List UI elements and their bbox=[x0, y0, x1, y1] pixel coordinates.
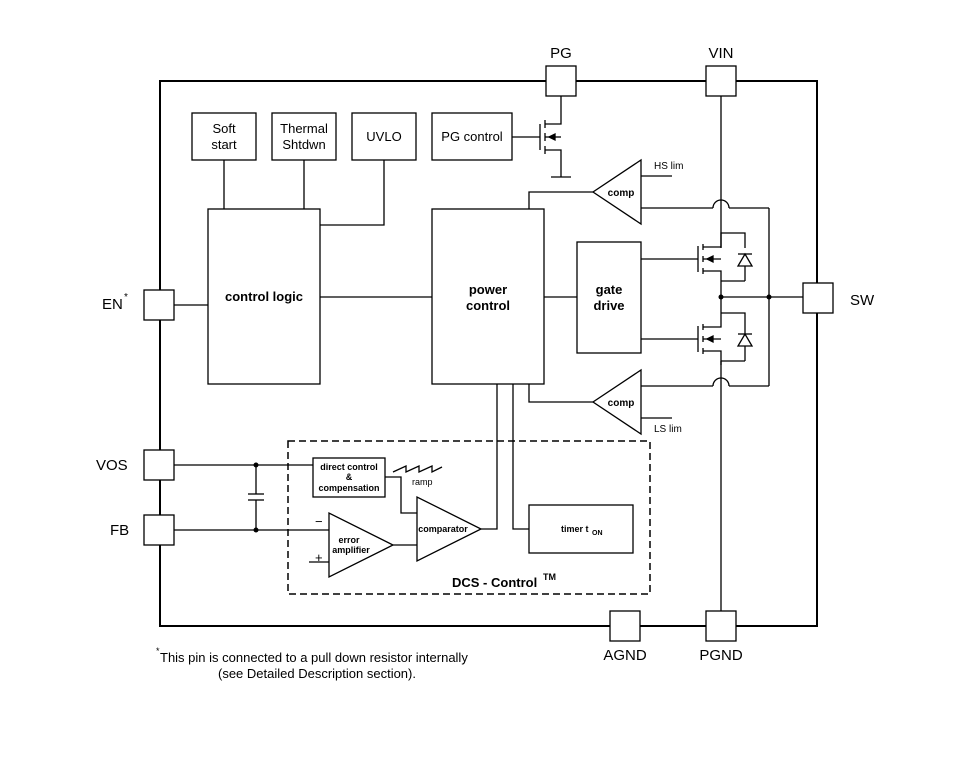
footnote-star: * bbox=[156, 646, 160, 656]
ls-lim-label: LS lim bbox=[654, 424, 682, 435]
pin-sw-box bbox=[802, 282, 834, 314]
uvlo-label: UVLO bbox=[366, 129, 401, 144]
hs-mosfet-arrow bbox=[705, 254, 714, 264]
ls-mosfet-arrow bbox=[705, 334, 714, 344]
gate-drive-label-1: gate bbox=[596, 282, 623, 297]
pin-sw-label: SW bbox=[850, 292, 875, 309]
hs-diode bbox=[736, 252, 754, 267]
pin-fb-box bbox=[143, 514, 175, 546]
comparator-triangle bbox=[416, 495, 483, 563]
thermal-label-1: Thermal bbox=[280, 121, 328, 136]
gate-drive-label-2: drive bbox=[593, 298, 624, 313]
soft-start-label-1: Soft bbox=[212, 121, 236, 136]
error-amp-label-2: amplifier bbox=[332, 545, 370, 555]
footnote-line-1: This pin is connected to a pull down res… bbox=[160, 650, 468, 665]
comparator-label: comparator bbox=[418, 524, 468, 534]
thermal-label-2: Shtdwn bbox=[282, 137, 325, 152]
error-amp-label-1: error bbox=[338, 535, 360, 545]
power-control-label-2: control bbox=[466, 298, 510, 313]
pin-agnd-label: AGND bbox=[603, 647, 647, 664]
direct-control-label-2: & bbox=[346, 472, 353, 482]
pg-mosfet-arrow bbox=[547, 132, 556, 142]
pin-pgnd-label: PGND bbox=[699, 647, 743, 664]
sw-node-dot bbox=[766, 294, 772, 300]
pin-pg-label: PG bbox=[550, 45, 572, 62]
hs-lim-label: HS lim bbox=[654, 161, 683, 172]
direct-control-label-1: direct control bbox=[320, 462, 378, 472]
soft-start-label-2: start bbox=[211, 137, 237, 152]
pin-vin-box bbox=[705, 65, 737, 97]
pin-en-box bbox=[143, 289, 175, 321]
error-amp-plus: + bbox=[315, 550, 323, 565]
comp-top-triangle bbox=[591, 158, 642, 226]
pin-vin-label: VIN bbox=[708, 45, 733, 62]
dcs-control-tm: TM bbox=[543, 572, 556, 582]
dcs-control-region bbox=[287, 440, 651, 595]
footnote-line-2: (see Detailed Description section). bbox=[218, 666, 416, 681]
pin-agnd-box bbox=[609, 610, 641, 642]
power-control-label-1: power bbox=[469, 282, 507, 297]
comp-top-label: comp bbox=[608, 188, 635, 199]
error-amp-minus: − bbox=[315, 514, 323, 529]
comp-bottom-label: comp bbox=[608, 398, 635, 409]
pin-pgnd-box bbox=[705, 610, 737, 642]
timer-sub: ON bbox=[592, 530, 603, 537]
timer-label: timer t bbox=[561, 524, 589, 534]
pin-fb-label: FB bbox=[110, 522, 129, 539]
pin-pg-box bbox=[545, 65, 577, 97]
control-logic-label: control logic bbox=[225, 289, 303, 304]
pin-vos-label: VOS bbox=[96, 457, 128, 474]
pin-en-label: EN bbox=[102, 296, 123, 313]
ramp-waveform bbox=[392, 464, 443, 474]
ramp-label: ramp bbox=[412, 477, 433, 487]
pin-en-star: * bbox=[124, 292, 128, 303]
chip-outline bbox=[159, 80, 818, 627]
pg-control-label: PG control bbox=[441, 129, 503, 144]
pin-vos-box bbox=[143, 449, 175, 481]
dcs-control-label: DCS - Control bbox=[452, 575, 537, 590]
ls-diode bbox=[736, 332, 754, 347]
direct-control-label-3: compensation bbox=[318, 483, 379, 493]
comp-bottom-triangle bbox=[591, 368, 642, 436]
error-amplifier-triangle bbox=[328, 511, 395, 579]
